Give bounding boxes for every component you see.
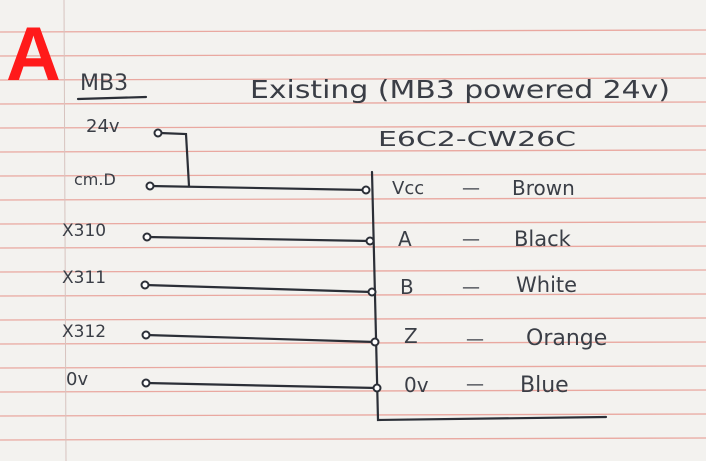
existing-heading: Existing (MB3 powered 24v) xyxy=(250,75,670,104)
device-terminal-0v xyxy=(372,383,382,393)
terminal-label-x312: X312 xyxy=(62,322,106,342)
mb3-title-underline xyxy=(76,95,148,101)
terminal-24v xyxy=(153,128,163,138)
terminal-label-0v: 0v xyxy=(66,369,88,390)
pin-label-0v: 0v xyxy=(404,373,429,397)
device-pin-labels: Vcc — Brown A — Black B — White Z — Oran… xyxy=(392,176,607,398)
wire-24v-jumper xyxy=(158,131,191,188)
terminal-0v xyxy=(141,378,151,388)
device-terminal-z xyxy=(370,337,380,347)
wire-x310-a xyxy=(145,235,372,243)
terminal-cmd xyxy=(145,181,155,191)
pin-label-a: A xyxy=(398,227,412,251)
device-terminal-a xyxy=(365,236,375,246)
device-model: E6C2-CW26C xyxy=(378,127,576,151)
pin-label-vcc: Vcc xyxy=(392,178,424,199)
pin-color-z: Orange xyxy=(526,326,607,351)
terminal-label-x311: X311 xyxy=(62,268,106,288)
terminal-x311 xyxy=(140,280,150,290)
device-terminal-vcc xyxy=(361,185,371,195)
terminal-x310 xyxy=(142,232,152,242)
panel-letter: A xyxy=(6,12,61,97)
terminal-label-cmd: cm.D xyxy=(74,170,116,189)
terminal-x312 xyxy=(141,330,151,340)
pin-color-vcc: Brown xyxy=(512,176,575,200)
wire-x312-z xyxy=(144,333,377,344)
wire-x311-b xyxy=(143,283,374,294)
pin-dash-a: — xyxy=(462,229,480,250)
wire-0v-0v xyxy=(144,381,379,390)
mb3-terminal-labels: 24v cm.D X310 X311 X312 0v xyxy=(62,116,120,390)
pin-color-a: Black xyxy=(514,227,572,251)
device-terminal-b xyxy=(367,287,377,297)
mb3-terminals xyxy=(140,128,163,388)
pin-dash-0v: — xyxy=(466,374,484,395)
terminal-label-24v: 24v xyxy=(86,116,120,137)
pin-dash-vcc: — xyxy=(462,178,480,199)
device-terminals xyxy=(361,185,382,393)
pin-dash-b: — xyxy=(462,277,480,298)
wires xyxy=(143,131,379,390)
pin-label-z: Z xyxy=(404,324,418,348)
device-connector-outline xyxy=(370,170,608,422)
pin-dash-z: — xyxy=(466,329,484,350)
mb3-title: MB3 xyxy=(80,71,128,96)
wire-cmd-vcc xyxy=(148,184,368,192)
pin-label-b: B xyxy=(400,275,414,299)
pin-color-b: White xyxy=(516,273,577,297)
terminal-label-x310: X310 xyxy=(62,221,106,241)
pin-color-0v: Blue xyxy=(520,373,569,398)
